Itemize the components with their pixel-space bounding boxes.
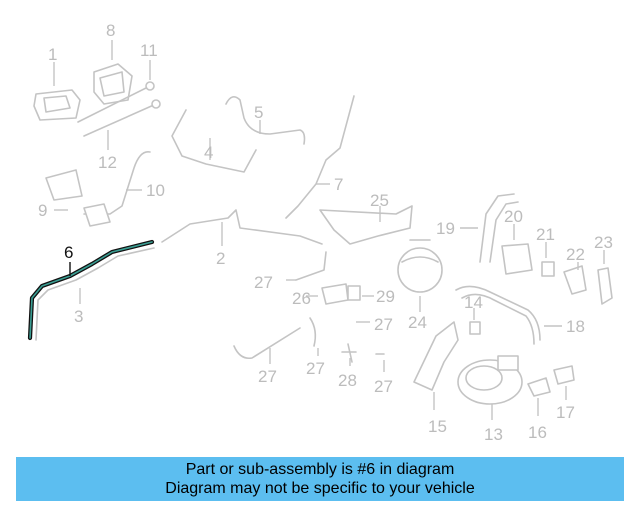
label-8: 8 [106, 21, 115, 40]
label-15: 15 [428, 417, 447, 436]
info-banner: Part or sub-assembly is #6 in diagram Di… [16, 457, 624, 501]
label-23: 23 [594, 233, 613, 252]
label-14: 14 [464, 293, 483, 312]
label-12: 12 [98, 153, 117, 172]
part-6-pipe-highlighted [27, 239, 155, 341]
part-26-27-29 [286, 251, 374, 305]
part-24-reservoir [397, 239, 443, 312]
part-2-pipe [161, 209, 323, 246]
label-6: 6 [64, 243, 73, 262]
part-19-23 [460, 193, 613, 305]
label-19: 19 [436, 219, 455, 238]
label-27d: 27 [306, 359, 325, 378]
label-16: 16 [528, 423, 547, 442]
label-27b: 27 [374, 315, 393, 334]
part-13-pump [457, 355, 523, 420]
label-4: 4 [204, 143, 213, 162]
label-11: 11 [140, 41, 158, 60]
part-15-bracket [413, 321, 459, 410]
label-7: 7 [334, 175, 343, 194]
label-13: 13 [484, 425, 503, 444]
part-14-18 [455, 285, 562, 345]
part-27-28 [233, 317, 385, 372]
part-4-pipe [171, 109, 257, 173]
label-28: 28 [338, 371, 357, 390]
label-25: 25 [370, 191, 389, 210]
label-20: 20 [504, 207, 523, 226]
label-27c: 27 [258, 367, 277, 386]
label-17: 17 [556, 403, 575, 422]
part-16-17 [527, 365, 575, 416]
label-18: 18 [566, 317, 585, 336]
part-1-bracket [33, 62, 81, 121]
label-1: 1 [48, 45, 57, 64]
part-8-mount [93, 40, 133, 105]
part-11-12-sensors [77, 60, 161, 150]
label-24: 24 [408, 313, 427, 332]
label-26: 26 [292, 289, 311, 308]
banner-line-1: Part or sub-assembly is #6 in diagram [185, 461, 455, 478]
banner-line-2: Diagram may not be specific to your vehi… [165, 480, 475, 497]
label-3: 3 [74, 307, 83, 326]
label-10: 10 [146, 181, 165, 200]
part-25-bracket [319, 205, 413, 245]
label-9: 9 [38, 201, 47, 220]
label-29: 29 [376, 287, 395, 306]
label-27e: 27 [374, 377, 393, 396]
label-22: 22 [566, 245, 585, 264]
part-3-pipe [35, 247, 155, 341]
label-5: 5 [254, 103, 263, 122]
part-7-line [285, 95, 355, 219]
label-27a: 27 [254, 273, 273, 292]
label-2: 2 [216, 249, 225, 268]
part-9-10 [45, 151, 151, 227]
part-5-pipe [225, 96, 306, 145]
label-21: 21 [536, 225, 555, 244]
